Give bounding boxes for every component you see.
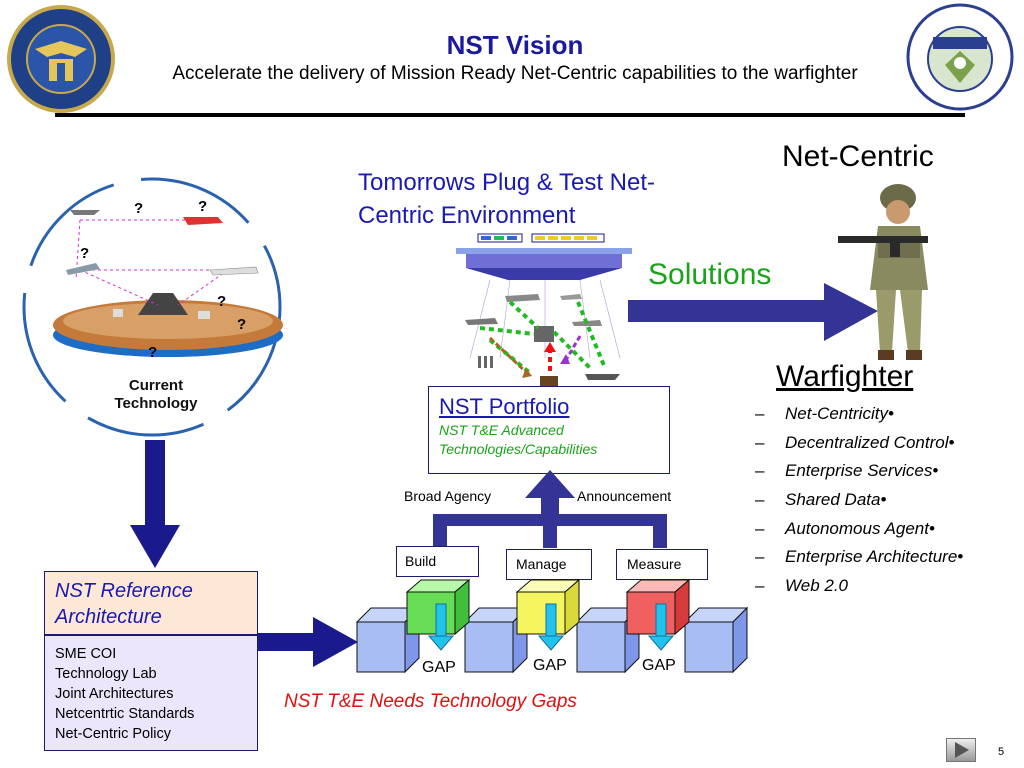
list-item: –Enterprise Services•	[755, 457, 1015, 486]
list-dash: –	[755, 547, 765, 567]
solutions-arrow	[628, 283, 878, 343]
list-dash: –	[755, 518, 765, 538]
list-item-text: Autonomous Agent•	[785, 518, 935, 538]
measure-phase-label: Measure	[627, 556, 682, 572]
list-item: –Net-Centricity•	[755, 400, 1015, 429]
page-title: NST Vision	[446, 30, 584, 60]
plug-and-test-illustration	[450, 228, 640, 390]
current-technology-illustration	[18, 175, 286, 440]
nst-portfolio-title: NST Portfolio	[439, 394, 570, 419]
reference-architecture-title-line2: Architecture	[55, 606, 162, 628]
question-mark: ?	[237, 316, 247, 333]
solutions-label: Solutions	[648, 258, 772, 291]
list-dash: –	[755, 575, 765, 595]
net-centric-label: Net-Centric	[782, 140, 934, 173]
list-item-text: Enterprise Architecture•	[785, 547, 964, 567]
list-dash: –	[755, 432, 765, 452]
question-mark: ?	[148, 344, 158, 361]
warfighter-heading: Warfighter	[776, 360, 914, 393]
down-arrow	[130, 440, 180, 568]
reference-item: Net-Centric Policy	[55, 726, 172, 742]
reference-architecture-title-line1: NST Reference	[55, 580, 193, 602]
question-mark: ?	[80, 245, 90, 262]
list-dash: –	[755, 404, 765, 424]
list-item-text: Enterprise Services•	[785, 461, 939, 481]
reference-item: Technology Lab	[55, 666, 157, 682]
page-number: 5	[998, 746, 1005, 758]
list-item: –Web 2.0	[755, 572, 1015, 601]
list-item: –Enterprise Architecture•	[755, 543, 1015, 572]
tomorrow-title-line1: Tomorrows Plug & Test Net-	[358, 169, 655, 196]
current-technology-label-line2: Technology	[114, 395, 198, 412]
reference-item: SME COI	[55, 646, 117, 662]
gap-label: GAP	[422, 659, 456, 676]
build-phase-label: Build	[405, 553, 437, 569]
technology-gaps-caption: NST T&E Needs Technology Gaps	[284, 691, 577, 712]
reference-item: Joint Architectures	[55, 686, 174, 702]
tomorrow-title-line2: Centric Environment	[358, 202, 576, 229]
right-arrow-to-gaps	[258, 617, 358, 667]
warfighter-soldier-image	[830, 180, 945, 365]
list-item-text: Net-Centricity•	[785, 404, 894, 424]
header-divider	[55, 113, 965, 117]
current-technology-label-line1: Current	[128, 377, 184, 394]
gap-label: GAP	[642, 657, 676, 674]
list-item: –Shared Data•	[755, 486, 1015, 515]
current-technology-label: Current Technology	[90, 377, 222, 413]
question-mark: ?	[217, 293, 227, 310]
nst-portfolio-box: NST Portfolio NST T&E Advanced Technolog…	[428, 386, 670, 474]
list-item: –Decentralized Control•	[755, 429, 1015, 458]
page-subtitle: Accelerate the delivery of Mission Ready…	[172, 63, 858, 84]
list-item-text: Shared Data•	[785, 490, 887, 510]
left-seal-logo	[5, 5, 117, 113]
baa-funnel-connector	[425, 470, 675, 550]
reference-architecture-title-box: NST Reference Architecture	[44, 571, 258, 635]
question-mark: ?	[134, 200, 144, 217]
build-phase-box: Build	[396, 546, 479, 577]
list-item-text: Decentralized Control•	[785, 432, 955, 452]
baa-label-left: Broad Agency	[404, 488, 492, 504]
nst-portfolio-line1: NST T&E Advanced	[439, 422, 564, 438]
baa-label-right: Announcement	[577, 488, 672, 504]
measure-phase-box: Measure	[616, 549, 708, 580]
question-mark: ?	[198, 198, 208, 215]
manage-phase-box: Manage	[506, 549, 592, 580]
technology-gap-cubes	[355, 578, 750, 678]
nst-portfolio-line2: Technologies/Capabilities	[439, 441, 598, 457]
gap-label: GAP	[533, 657, 567, 674]
list-dash: –	[755, 461, 765, 481]
reference-item: Netcentrtic Standards	[55, 706, 195, 722]
play-icon	[955, 742, 969, 758]
manage-phase-label: Manage	[516, 556, 567, 572]
list-item: –Autonomous Agent•	[755, 514, 1015, 543]
list-item-text: Web 2.0	[785, 575, 849, 595]
reference-architecture-items-box: SME COI Technology Lab Joint Architectur…	[44, 635, 258, 751]
next-slide-button[interactable]	[946, 738, 976, 762]
warfighter-bullet-list: –Net-Centricity• –Decentralized Control•…	[755, 400, 1015, 600]
list-dash: –	[755, 490, 765, 510]
right-seal-logo	[905, 3, 1015, 111]
tomorrow-environment-title: Tomorrows Plug & Test Net- Centric Envir…	[358, 166, 655, 232]
